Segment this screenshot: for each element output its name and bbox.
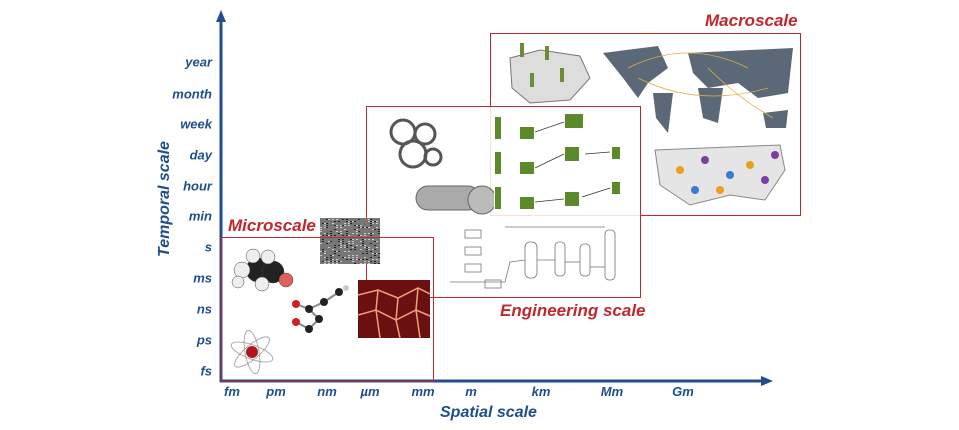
x-tick-label: mm <box>411 384 435 399</box>
us-map-image <box>654 144 786 206</box>
x-axis-arrow-icon <box>761 376 773 386</box>
noise-texture-image <box>320 218 380 264</box>
y-tick-label: ns <box>196 301 212 317</box>
engineering-scale-label: Engineering scale <box>500 301 646 320</box>
y-tick-label: fs <box>200 363 212 379</box>
x-tick-label: Gm <box>672 384 694 399</box>
x-tick-label: fm <box>224 384 240 399</box>
cellular-structure-image <box>358 280 430 338</box>
gears-image <box>389 118 443 169</box>
y-tick-label: ms <box>193 270 212 286</box>
engineering-scale-box <box>366 106 641 298</box>
x-tick-label: µm <box>360 384 380 399</box>
ball-stick-molecule-image <box>292 285 349 333</box>
x-tick-label: Mm <box>600 384 624 399</box>
y-axis-title: Temporal scale <box>156 141 173 257</box>
x-tick-label: m <box>465 384 477 399</box>
y-tick-label: day <box>189 147 212 163</box>
y-tick-label: week <box>180 116 212 132</box>
x-axis-title: Spatial scale <box>440 404 537 421</box>
heat-exchanger-image <box>415 185 494 215</box>
biorefinery-flowsheet-image <box>495 114 620 209</box>
y-tick-label: ps <box>196 332 212 348</box>
microscale-box <box>221 237 434 382</box>
x-tick-label: nm <box>317 384 337 399</box>
spain-map-image <box>509 43 591 104</box>
macroscale-label: Macroscale <box>705 11 798 30</box>
methanol-process-flowsheet-image <box>450 226 616 289</box>
y-tick-label: month <box>172 86 212 102</box>
microscale-label: Microscale <box>228 216 316 235</box>
spacefill-molecule-image <box>231 248 294 292</box>
y-tick-label: hour <box>183 178 212 194</box>
x-tick-label: km <box>531 384 551 399</box>
y-tick-label: s <box>204 239 212 255</box>
y-axis-arrow-icon <box>216 10 226 22</box>
y-tick-label: year <box>185 54 212 70</box>
atom-image <box>230 330 274 375</box>
y-tick-label: min <box>188 208 212 224</box>
x-tick-label: pm <box>266 384 286 399</box>
